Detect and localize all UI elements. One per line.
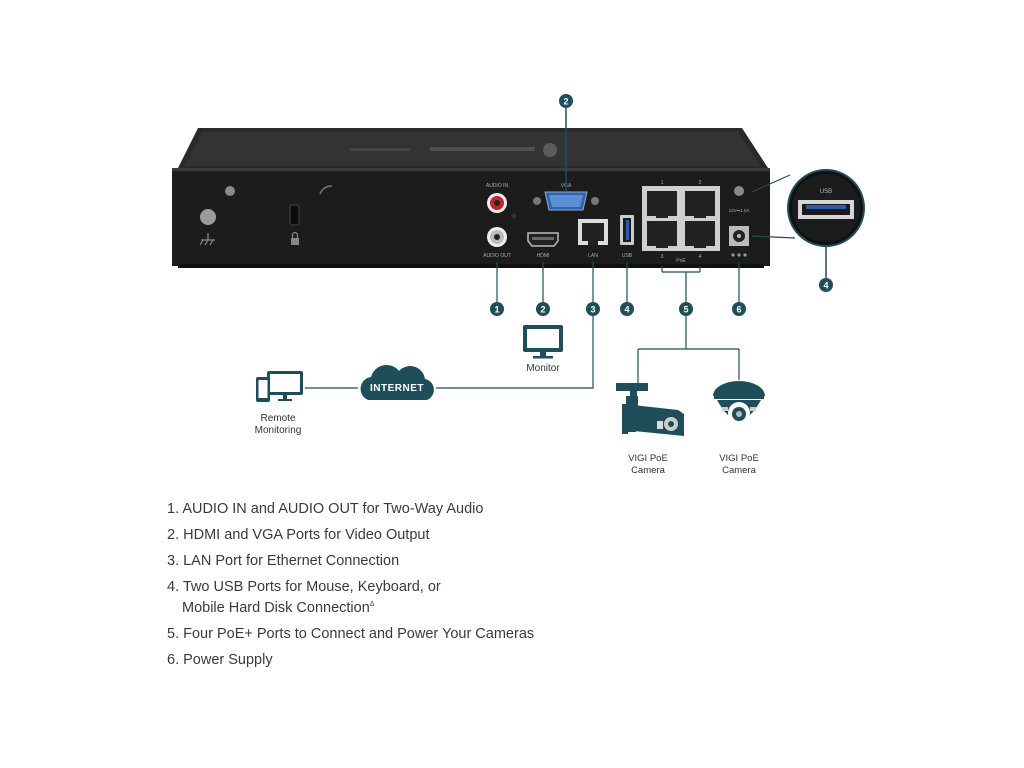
- poe-number-4: 4: [699, 254, 702, 260]
- poe-label: PoE: [676, 258, 686, 264]
- legend-item-6: 6. Power Supply: [167, 652, 273, 668]
- lock-icon: [291, 231, 299, 245]
- poe-number-3: 3: [661, 254, 664, 260]
- turret-camera-icon: [713, 381, 765, 424]
- turret-camera-label-line2: Camera: [722, 465, 757, 476]
- poe-number-2: 2: [699, 180, 702, 186]
- ground-screw-icon: [200, 209, 216, 225]
- svg-text:6: 6: [736, 305, 741, 315]
- legend-item-4: 4. Two USB Ports for Mouse, Keyboard, or: [167, 579, 441, 595]
- remote-label-line1: Remote: [260, 413, 295, 424]
- usb-label: USB: [622, 253, 633, 259]
- bullet-camera-label-line2: Camera: [631, 465, 666, 476]
- svg-text:1: 1: [494, 305, 499, 315]
- ground-symbol-icon: [199, 233, 215, 246]
- internet-cloud-icon: [360, 364, 434, 400]
- bullet-camera-label-line1: VIGI PoE: [628, 453, 668, 464]
- poe-number-1: 1: [661, 180, 664, 186]
- svg-text:2: 2: [540, 305, 545, 315]
- polarity-symbol-icon: [731, 253, 747, 257]
- legend-item-3: 3. LAN Port for Ethernet Connection: [167, 553, 400, 569]
- callout-2: 2: [536, 262, 550, 316]
- usb-zoom-bubble: USB 4: [751, 169, 865, 292]
- screw-icon: [734, 186, 744, 196]
- callout-4: 4: [620, 262, 634, 316]
- power-label: 12V⎓1.0A: [729, 208, 750, 213]
- power-port: [729, 226, 749, 246]
- remote-devices-icon: [256, 371, 303, 402]
- poe-ports: [642, 186, 720, 251]
- lan-port: [578, 219, 608, 245]
- callout-3: 3: [586, 262, 600, 316]
- svg-text:3: 3: [590, 305, 595, 315]
- usb-port: [620, 215, 634, 245]
- svg-text:2: 2: [563, 97, 568, 107]
- legend-item-1: 1. AUDIO IN and AUDIO OUT for Two-Way Au…: [167, 501, 484, 517]
- turret-camera-label-line1: VIGI PoE: [719, 453, 759, 464]
- hdmi-label: HDMI: [537, 253, 550, 259]
- monitor-label: Monitor: [526, 363, 560, 374]
- audio-out-label: AUDIO OUT: [483, 253, 511, 259]
- internet-label: INTERNET: [370, 383, 424, 394]
- nvr-connection-diagram: AUDIO IN AUDIO OUT VGA HDMI LAN: [172, 94, 865, 476]
- nvr-device: AUDIO IN AUDIO OUT VGA HDMI LAN: [172, 128, 770, 268]
- callout-6: 6: [732, 262, 746, 316]
- svg-text:4: 4: [624, 305, 629, 315]
- callout-1: 1: [490, 262, 504, 316]
- bullet-camera-icon: [616, 383, 684, 436]
- callout-5: 5: [661, 266, 701, 316]
- svg-text:4: 4: [823, 281, 828, 291]
- monitor-icon: [523, 325, 563, 359]
- legend-item-2: 2. HDMI and VGA Ports for Video Output: [167, 527, 430, 543]
- callout-2-top: [559, 94, 573, 108]
- tp-link-logo: [350, 143, 557, 157]
- remote-label-line2: Monitoring: [255, 425, 302, 436]
- legend-item-4-continued: Mobile Hard Disk ConnectionΔ: [167, 601, 374, 616]
- legend-note-mark: Δ: [369, 601, 375, 609]
- audio-in-label: AUDIO IN: [486, 183, 509, 189]
- screw-icon: [225, 186, 235, 196]
- svg-text:5: 5: [683, 305, 688, 315]
- legend-item-4-line2: Mobile Hard Disk Connection: [182, 600, 370, 616]
- kensington-lock-slot: [289, 204, 300, 226]
- legend-item-5: 5. Four PoE+ Ports to Connect and Power …: [167, 626, 535, 642]
- usb-zoom-label: USB: [820, 189, 832, 195]
- lan-label: LAN: [588, 253, 598, 259]
- callout-4-zoom: [819, 278, 833, 292]
